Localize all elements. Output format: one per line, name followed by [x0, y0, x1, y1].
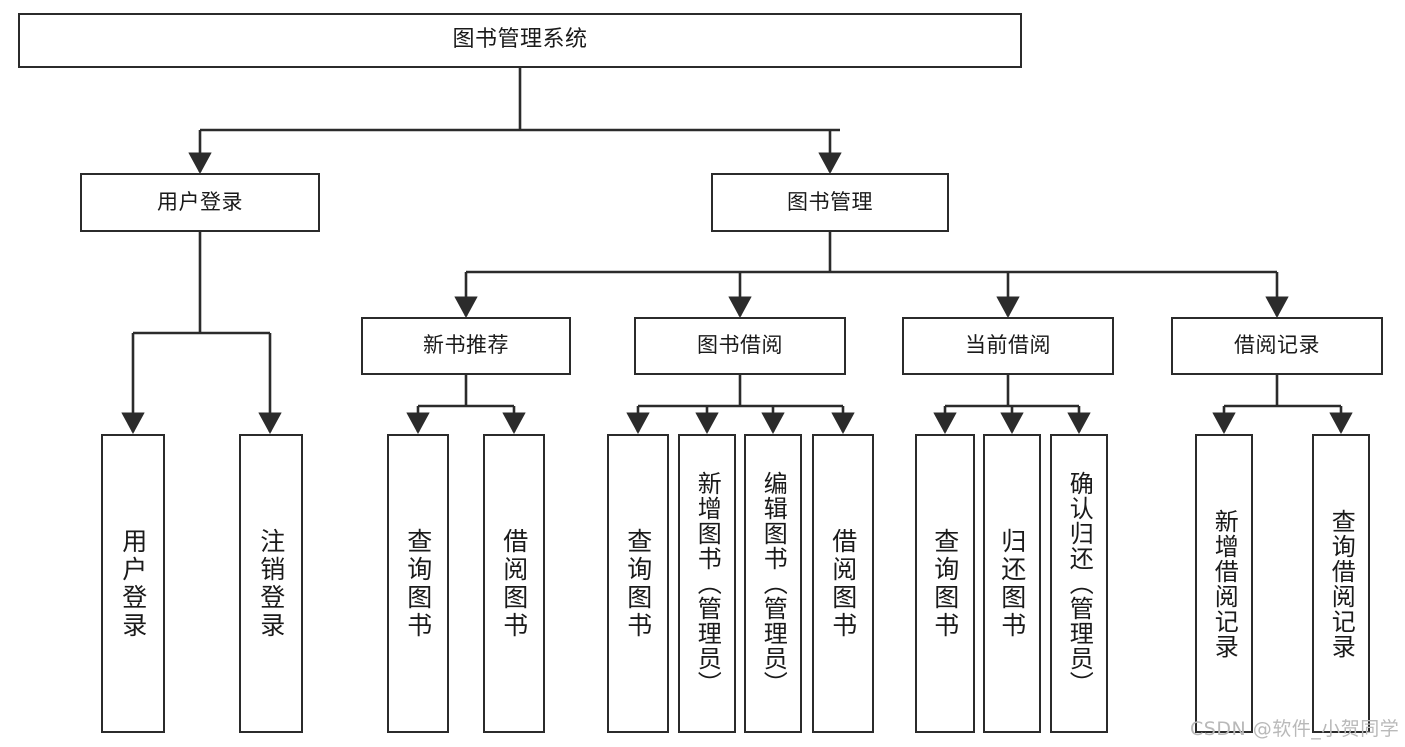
node-label: 用户登录 [157, 189, 243, 214]
node-label: 图书借阅 [697, 333, 783, 358]
node-label: 确认归还（管理员） [1065, 471, 1094, 696]
node-label: 查询图书 [403, 527, 433, 640]
node-book-borrow[interactable]: 图书借阅 [634, 317, 846, 375]
node-label: 编辑图书（管理员） [759, 471, 788, 696]
watermark-text: CSDN @软件_小贺同学 [1190, 718, 1400, 740]
node-label: 借阅图书 [828, 527, 858, 640]
leaf-edit-book-admin[interactable]: 编辑图书（管理员） [744, 434, 802, 733]
node-label: 新书推荐 [423, 333, 509, 358]
node-user-login[interactable]: 用户登录 [80, 173, 320, 232]
leaf-borrow-book-recommend[interactable]: 借阅图书 [483, 434, 545, 733]
node-label: 借阅图书 [499, 527, 529, 640]
node-label: 当前借阅 [965, 333, 1051, 358]
leaf-confirm-return-admin[interactable]: 确认归还（管理员） [1050, 434, 1108, 733]
node-current-borrow[interactable]: 当前借阅 [902, 317, 1114, 375]
leaf-return-book[interactable]: 归还图书 [983, 434, 1041, 733]
node-root-book-management-system[interactable]: 图书管理系统 [18, 13, 1022, 68]
node-borrow-record[interactable]: 借阅记录 [1171, 317, 1383, 375]
node-label: 用户登录 [118, 527, 148, 640]
node-label: 查询借阅记录 [1327, 508, 1356, 659]
leaf-query-borrow-record[interactable]: 查询借阅记录 [1312, 434, 1370, 733]
leaf-add-book-admin[interactable]: 新增图书（管理员） [678, 434, 736, 733]
leaf-query-book-current[interactable]: 查询图书 [915, 434, 975, 733]
node-label: 查询图书 [623, 527, 653, 640]
leaf-user-login[interactable]: 用户登录 [101, 434, 165, 733]
node-label: 归还图书 [997, 527, 1027, 640]
leaf-query-book-borrow[interactable]: 查询图书 [607, 434, 669, 733]
node-label: 图书管理系统 [452, 27, 588, 53]
node-new-book-recommend[interactable]: 新书推荐 [361, 317, 571, 375]
leaf-lend-book[interactable]: 借阅图书 [812, 434, 874, 733]
leaf-add-borrow-record[interactable]: 新增借阅记录 [1195, 434, 1253, 733]
node-label: 图书管理 [787, 189, 873, 214]
node-label: 新增借阅记录 [1210, 508, 1239, 659]
node-label: 注销登录 [256, 527, 286, 640]
node-label: 借阅记录 [1234, 333, 1320, 358]
node-label: 查询图书 [930, 527, 960, 640]
node-book-management[interactable]: 图书管理 [711, 173, 949, 232]
leaf-query-book-recommend[interactable]: 查询图书 [387, 434, 449, 733]
node-label: 新增图书（管理员） [693, 471, 722, 696]
leaf-logout[interactable]: 注销登录 [239, 434, 303, 733]
